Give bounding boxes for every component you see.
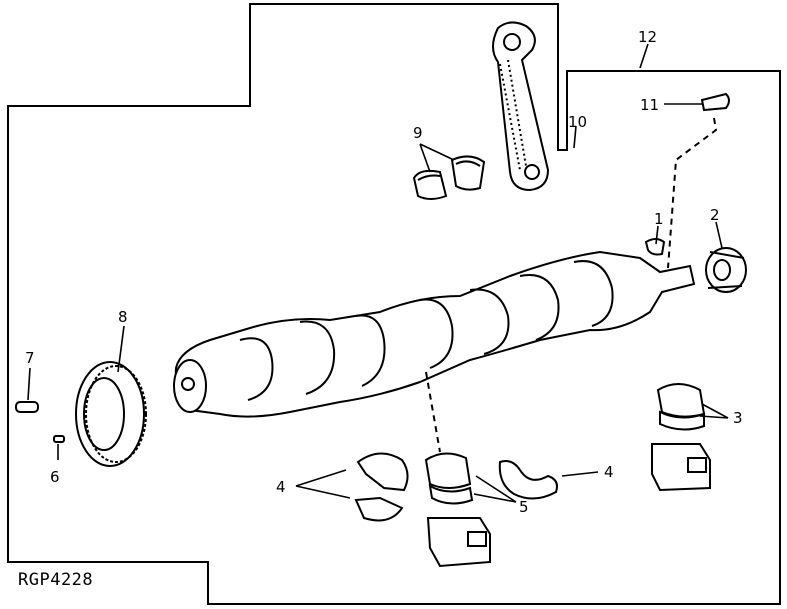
callout-4-right: 4	[604, 463, 614, 481]
small-pin	[53, 435, 65, 443]
timing-gear-ring	[75, 361, 147, 467]
crank-key	[700, 92, 730, 112]
leader-lines	[27, 43, 729, 503]
callout-8: 8	[118, 308, 128, 326]
figure-border	[7, 3, 781, 605]
crankshaft	[173, 250, 696, 418]
main-bearing-halves	[424, 452, 474, 505]
thrust-washer-right	[498, 460, 558, 500]
assembly-lines	[425, 117, 718, 453]
callout-2: 2	[710, 206, 720, 224]
connecting-rod	[492, 21, 550, 192]
rod-bearing-halves	[412, 155, 486, 200]
thrust-washer-left	[354, 452, 409, 522]
main-bearing-halves-rear	[656, 383, 706, 431]
bearing-cap-center	[426, 517, 491, 568]
callout-7: 7	[25, 349, 35, 367]
woodruff-key	[644, 238, 666, 256]
callout-6: 6	[50, 468, 60, 486]
callout-10: 10	[568, 113, 587, 131]
figure-id: RGP4228	[18, 570, 93, 590]
callout-1: 1	[654, 210, 664, 228]
callout-11: 11	[640, 96, 659, 114]
callout-9: 9	[413, 124, 423, 142]
crank-gear	[705, 247, 747, 293]
bearing-cap-right	[651, 443, 711, 492]
callout-12: 12	[638, 28, 657, 46]
callout-3: 3	[733, 409, 743, 427]
callout-4-left: 4	[276, 478, 286, 496]
dowel-pin	[15, 401, 39, 413]
callout-5: 5	[519, 498, 529, 516]
